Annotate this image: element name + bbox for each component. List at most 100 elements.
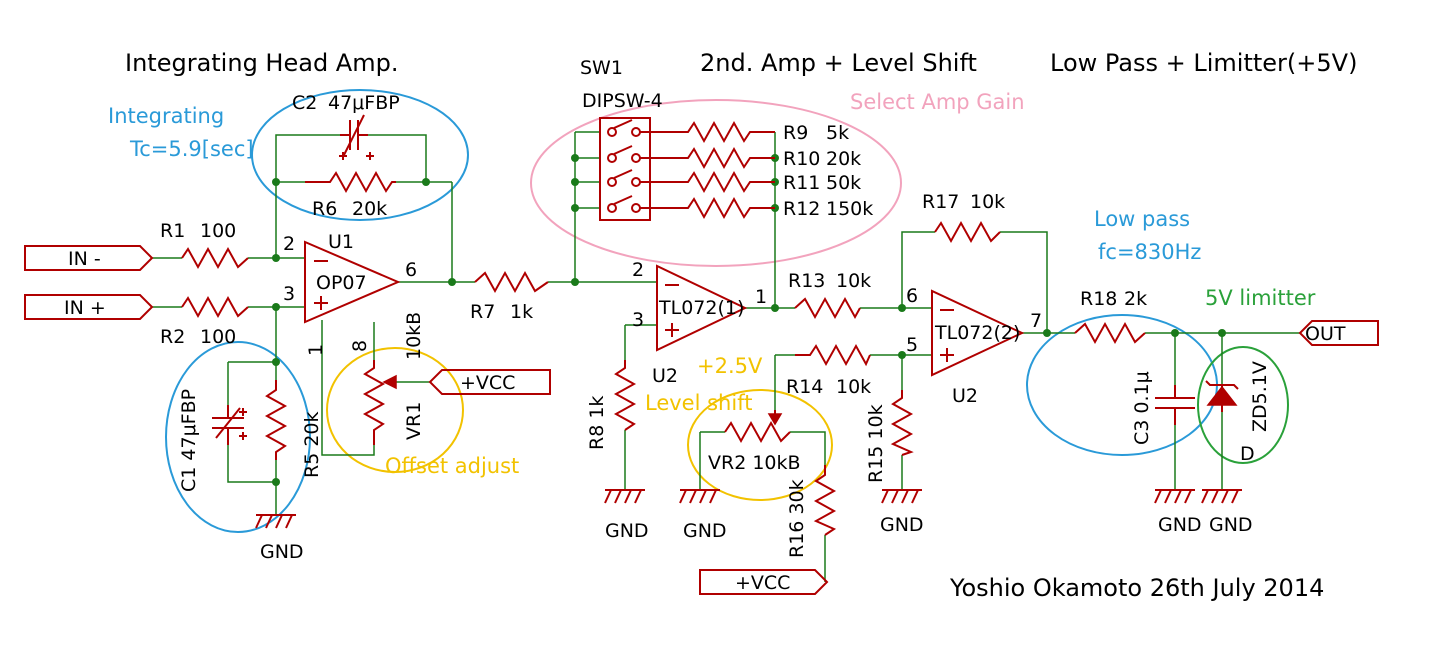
note-offset-adjust: Offset adjust — [385, 454, 519, 478]
resistor-r15: R15 10k — [865, 390, 914, 483]
port-vcc-2: +VCC — [699, 569, 829, 595]
c2-label: C2 — [292, 92, 317, 114]
section-title-head-amp: Integrating Head Amp. — [125, 49, 398, 77]
r14-value: 10k — [836, 376, 871, 398]
r15-label: R15 10k — [865, 404, 887, 483]
ground-symbol-4: GND — [880, 489, 924, 536]
vr1-label: VR1 — [403, 402, 425, 440]
note-low-pass: Low pass — [1094, 207, 1190, 231]
sw1-label: SW1 — [580, 57, 623, 79]
section-title-second-amp: 2nd. Amp + Level Shift — [700, 49, 977, 77]
variable-resistor-vr2: VR2 10kB — [708, 410, 801, 474]
u1-label: U1 — [328, 231, 354, 253]
capacitor-c1: C1 47μFBP — [178, 389, 247, 492]
r10-label: R10 — [783, 148, 820, 170]
r9-label: R9 — [783, 122, 808, 144]
diode-ref: D — [1240, 443, 1255, 465]
note-cutoff: fc=830Hz — [1098, 240, 1201, 264]
r17-value: 10k — [970, 191, 1005, 213]
port-out: OUT — [1298, 320, 1379, 346]
port-in-minus: IN - — [24, 245, 154, 271]
r11-value: 50k — [826, 172, 861, 194]
variable-resistor-vr1: 10kB VR1 — [362, 312, 425, 445]
resistor-r18: R18 2k — [1074, 288, 1147, 345]
r2-value: 100 — [200, 326, 236, 348]
r9-value: 5k — [826, 122, 849, 144]
ground-symbol-2: GND — [604, 489, 649, 542]
integrating-ellipse — [251, 89, 469, 221]
resistor-r9: R9 5k — [660, 120, 849, 144]
input-cap-ellipse — [165, 341, 311, 533]
r6-value: 20k — [352, 198, 387, 220]
ground-label-6: GND — [1209, 514, 1253, 536]
resistor-r1: R1 100 — [160, 220, 249, 270]
c1-label: C1 47μFBP — [178, 389, 200, 492]
resistor-r16: R16 30k — [786, 465, 837, 558]
port-vcc-1: +VCC — [428, 369, 551, 395]
resistor-r7: R7 1k — [470, 270, 549, 323]
r12-value: 150k — [826, 198, 873, 220]
c3-label: C3 0.1μ — [1131, 371, 1153, 445]
r7-value: 1k — [510, 301, 533, 323]
resistor-r8: R8 1k — [586, 360, 637, 450]
u1-pin-3: 3 — [283, 283, 295, 305]
sw1-type: DIPSW-4 — [582, 90, 663, 112]
r2-label: R2 — [160, 326, 185, 348]
note-time-constant: Tc=5.9[sec] — [129, 137, 254, 161]
r16-label: R16 30k — [786, 479, 808, 558]
r1-label: R1 — [160, 220, 185, 242]
port-in-minus-label: IN - — [68, 248, 101, 270]
u1-pin-2: 2 — [283, 233, 295, 255]
zener-label: ZD5.1V — [1249, 361, 1271, 432]
note-level-shift: Level shift — [645, 391, 752, 415]
c2-value: 47μFBP — [328, 92, 400, 114]
u2a-pin-2: 2 — [632, 259, 644, 281]
port-in-plus-label: IN + — [64, 297, 106, 319]
ground-label-5: GND — [1158, 514, 1202, 536]
vr2-label: VR2 10kB — [708, 452, 801, 474]
ground-label-2: GND — [605, 520, 649, 542]
r13-value: 10k — [836, 270, 871, 292]
dip-switch-contacts — [607, 119, 660, 213]
capacitor-c3: C3 0.1μ — [1131, 371, 1195, 445]
opamp-u1: U1 OP07 2 3 6 8 1 — [283, 231, 417, 356]
note-integrating: Integrating — [108, 104, 224, 128]
note-level-voltage: +2.5V — [697, 354, 763, 378]
u2b-pin-5: 5 — [906, 334, 918, 356]
resistor-r5: R5 20k — [264, 380, 323, 478]
r7-label: R7 — [470, 301, 495, 323]
u2a-pin-1: 1 — [755, 286, 767, 308]
port-out-label: OUT — [1305, 323, 1346, 345]
resistor-r14: R14 10k — [786, 343, 871, 398]
r18-label: R18 — [1080, 288, 1117, 310]
r6-label: R6 — [312, 198, 337, 220]
resistor-r12: R12 150k — [660, 196, 873, 220]
resistor-r2: R2 100 — [160, 295, 249, 348]
limitter-ellipse — [1197, 346, 1289, 464]
resistor-r13: R13 10k — [788, 270, 871, 320]
resistor-r11: R11 50k — [660, 170, 861, 194]
ground-label-3: GND — [683, 520, 727, 542]
r10-value: 20k — [826, 148, 861, 170]
r5-label: R5 20k — [301, 411, 323, 478]
low-pass-ellipse — [1026, 314, 1218, 456]
op07-label: OP07 — [316, 272, 367, 294]
ground-symbol-5: GND — [1154, 489, 1202, 536]
ground-symbol-6: GND — [1201, 489, 1253, 536]
r8-label: R8 1k — [586, 396, 608, 450]
capacitor-c2: C2 47μFBP — [292, 92, 400, 160]
r1-value: 100 — [200, 220, 236, 242]
zener-diode: ZD5.1V D — [1205, 361, 1271, 465]
resistor-r10: R10 20k — [660, 146, 861, 170]
resistor-r17: R17 10k — [922, 191, 1005, 244]
section-title-low-pass: Low Pass + Limitter(+5V) — [1050, 49, 1357, 77]
u2a-pin-3: 3 — [632, 309, 644, 331]
note-select-gain: Select Amp Gain — [850, 90, 1025, 114]
r14-label: R14 — [786, 376, 823, 398]
level-shift-ellipse — [687, 389, 833, 501]
r18-value: 2k — [1124, 288, 1147, 310]
offset-ellipse — [326, 347, 464, 473]
opamp-u2b: TL072(2) U2 6 5 7 — [906, 285, 1042, 407]
port-vcc-1-label: +VCC — [460, 372, 515, 394]
